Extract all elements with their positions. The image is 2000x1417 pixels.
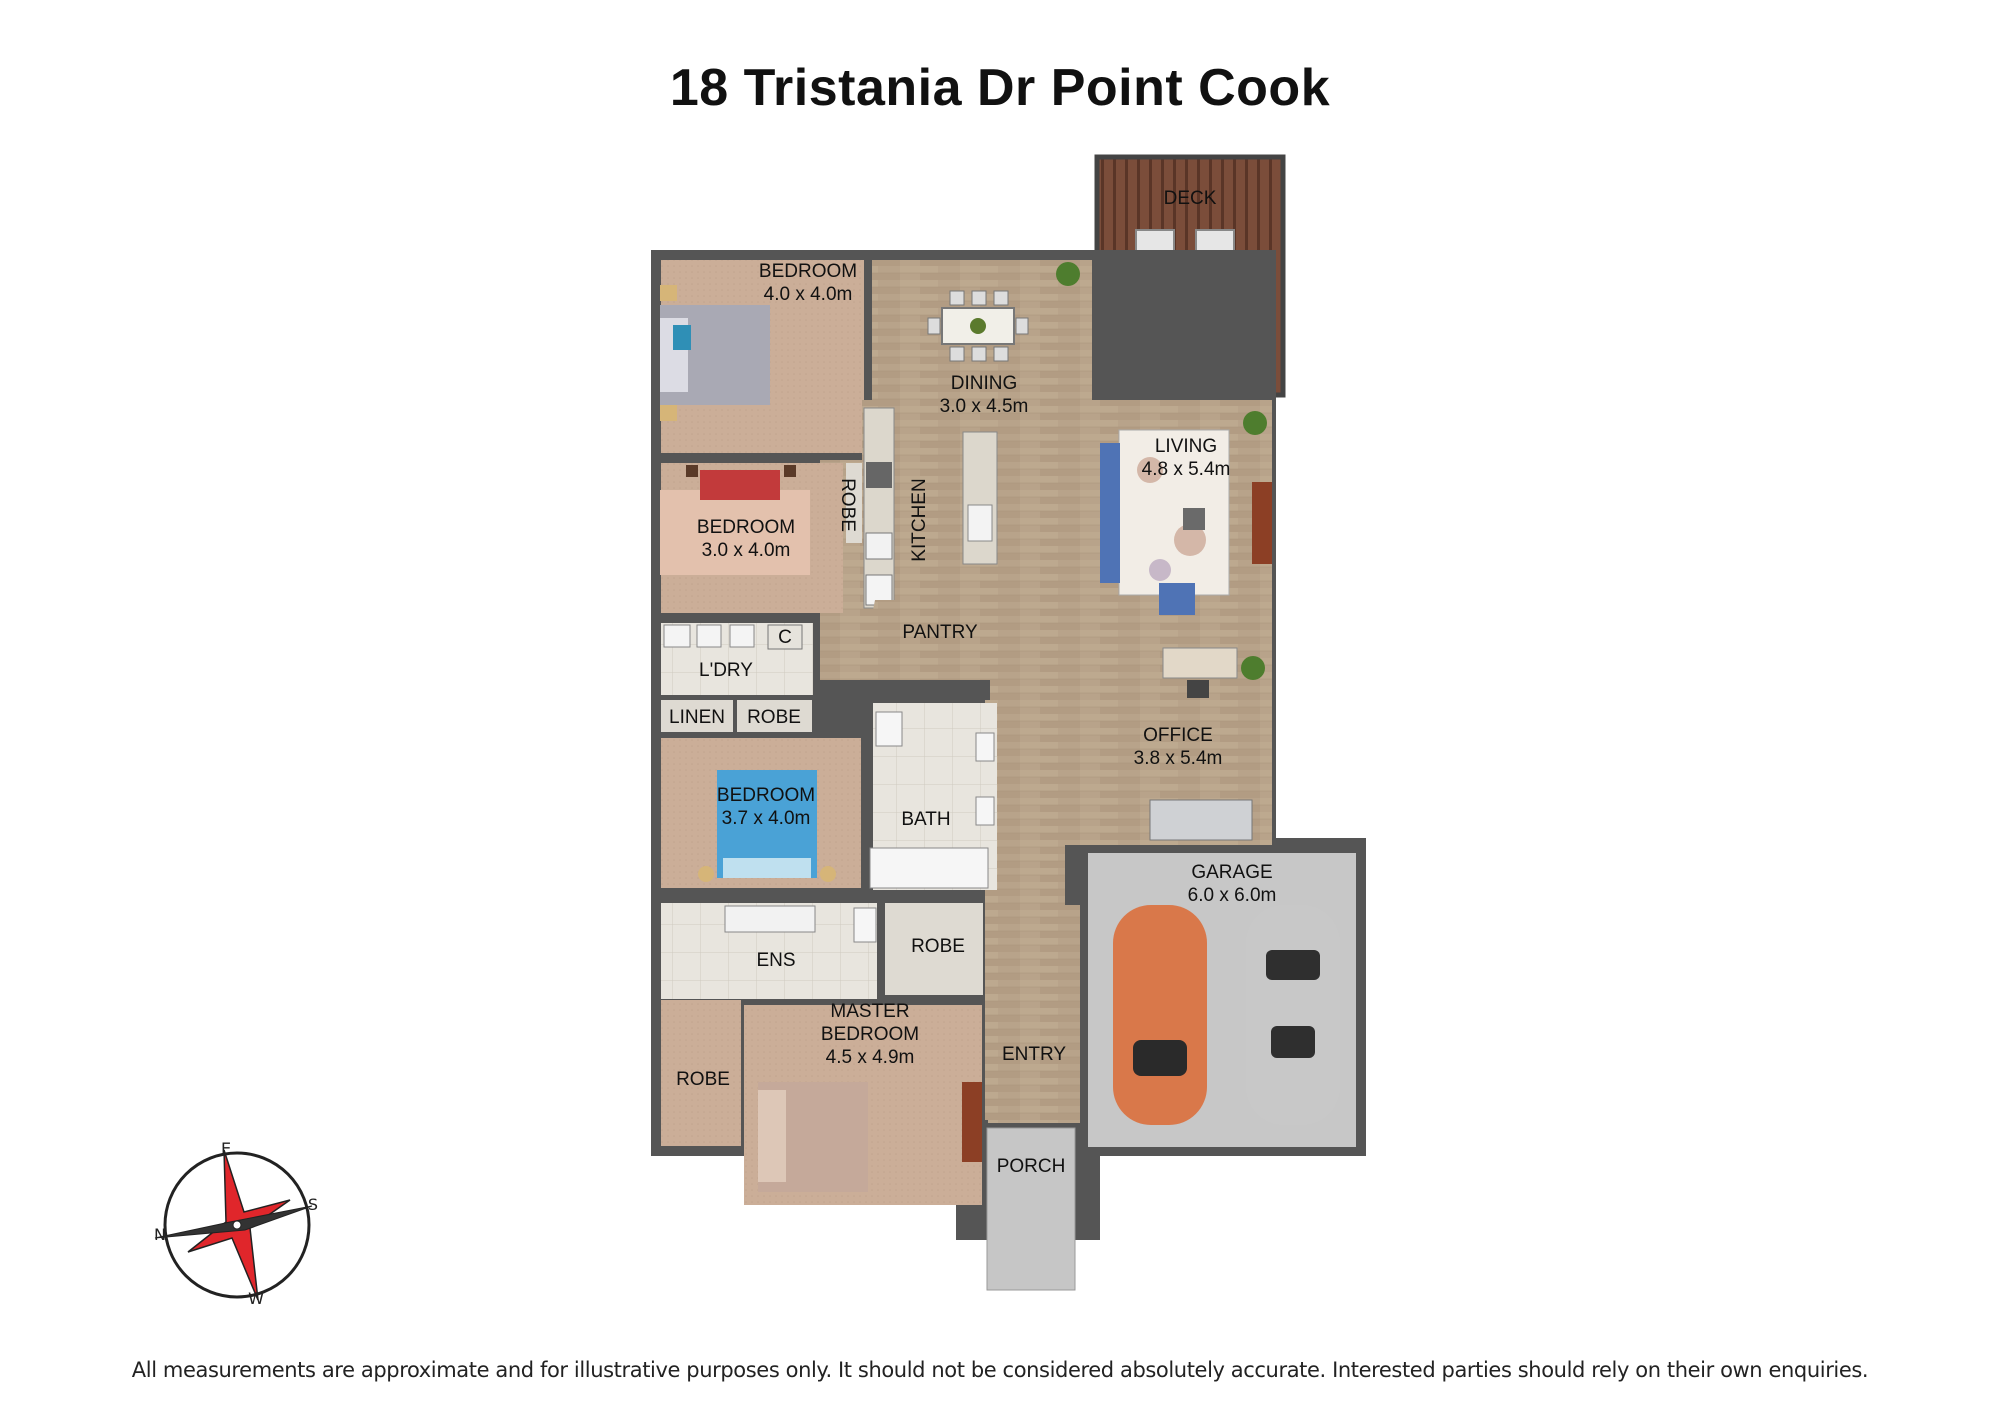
office: OFFICE 3.8 x 5.4m xyxy=(1134,647,1265,841)
garage-size: 6.0 x 6.0m xyxy=(1188,885,1277,906)
bedroom-3: BEDROOM 3.7 x 4.0m xyxy=(661,738,861,888)
entry-name: ENTRY xyxy=(1002,1044,1066,1065)
basin-icon xyxy=(975,796,995,826)
toilet-icon xyxy=(875,711,903,747)
linen-robe-row: LINEN ROBE xyxy=(661,700,812,732)
office-name: OFFICE xyxy=(1143,725,1213,746)
plant-icon xyxy=(1056,262,1080,286)
toilet-icon xyxy=(853,907,877,943)
armchair-icon xyxy=(1159,583,1195,615)
washer-icon xyxy=(663,624,691,648)
garage-name: GARAGE xyxy=(1191,862,1272,883)
tv-unit-icon xyxy=(1252,482,1272,564)
robe-3: ROBE xyxy=(885,903,983,995)
robe-4: ROBE xyxy=(661,1000,741,1146)
bath-name: BATH xyxy=(901,809,950,830)
compass-rose: N E S W xyxy=(154,1139,318,1308)
living-name: LIVING xyxy=(1155,436,1217,457)
bed-icon xyxy=(660,490,810,575)
bedroom-2-name: BEDROOM xyxy=(697,517,795,538)
tv-unit-icon xyxy=(962,1082,982,1162)
kitchen-island xyxy=(962,431,998,565)
sofa-icon xyxy=(1149,799,1253,841)
basin-icon xyxy=(975,732,995,762)
laundry-name: L'DRY xyxy=(699,660,753,681)
entry: ENTRY xyxy=(988,905,1080,1123)
plant-icon xyxy=(1241,656,1265,680)
disclaimer: All measurements are approximate and for… xyxy=(131,1358,1869,1382)
pantry: PANTRY xyxy=(870,600,985,650)
bedroom-3-size: 3.7 x 4.0m xyxy=(722,808,811,829)
linen-name: LINEN xyxy=(669,707,725,728)
sink-icon xyxy=(696,624,722,648)
cooktop-icon xyxy=(866,462,892,488)
plan-title: 18 Tristania Dr Point Cook xyxy=(669,59,1331,117)
porch: PORCH xyxy=(986,1127,1076,1291)
bedroom-2-size: 3.0 x 4.0m xyxy=(702,540,791,561)
master-bedroom-size: 4.5 x 4.9m xyxy=(826,1047,915,1068)
robe-1: ROBE xyxy=(837,463,862,543)
kitchen-name: KITCHEN xyxy=(909,478,930,561)
compass-south: S xyxy=(308,1195,318,1214)
master-bedroom: MASTER BEDROOM 4.5 x 4.9m xyxy=(744,1001,982,1205)
basin-icon xyxy=(724,905,816,933)
desk-icon xyxy=(1162,647,1238,679)
compass-north: N xyxy=(154,1225,166,1244)
dining-name: DINING xyxy=(951,373,1018,394)
robe-1-name: ROBE xyxy=(837,478,858,532)
rug xyxy=(1118,429,1230,596)
bedroom-1: BEDROOM 4.0 x 4.0m xyxy=(660,260,864,453)
living-size: 4.8 x 5.4m xyxy=(1142,459,1231,480)
ensuite: ENS xyxy=(661,903,877,999)
bedroom-1-name: BEDROOM xyxy=(759,261,857,282)
plant-icon xyxy=(1243,411,1267,435)
pantry-name: PANTRY xyxy=(902,622,978,643)
dining-size: 3.0 x 4.5m xyxy=(940,396,1029,417)
garage: GARAGE 6.0 x 6.0m xyxy=(1088,853,1356,1147)
master-bedroom-name-1: MASTER xyxy=(830,1001,909,1022)
bedroom-1-size: 4.0 x 4.0m xyxy=(764,284,853,305)
bathtub-icon xyxy=(869,847,989,889)
dining-table: DINING 3.0 x 4.5m xyxy=(927,262,1080,417)
robe-3-name: ROBE xyxy=(911,936,965,957)
bathroom: BATH xyxy=(869,703,997,890)
sink-icon xyxy=(967,504,993,542)
porch-name: PORCH xyxy=(997,1156,1066,1177)
robe-4-name: ROBE xyxy=(676,1069,730,1090)
car-icon xyxy=(1113,905,1207,1125)
cupboard-name: C xyxy=(778,627,792,648)
car-icon xyxy=(1246,905,1340,1125)
compass-east: E xyxy=(221,1139,231,1158)
ensuite-name: ENS xyxy=(756,950,795,971)
master-bedroom-name-2: BEDROOM xyxy=(821,1024,919,1045)
deck-label: DECK xyxy=(1164,188,1217,209)
bedroom-2: BEDROOM 3.0 x 4.0m xyxy=(660,463,843,613)
office-size: 3.8 x 5.4m xyxy=(1134,748,1223,769)
living-area: LIVING 4.8 x 5.4m xyxy=(1100,411,1272,615)
dryer-icon xyxy=(729,624,755,648)
compass-west: W xyxy=(248,1289,264,1308)
robe-2-name: ROBE xyxy=(747,707,801,728)
bedroom-3-name: BEDROOM xyxy=(717,785,815,806)
sofa-icon xyxy=(1100,443,1120,583)
laundry: C L'DRY xyxy=(661,623,813,695)
